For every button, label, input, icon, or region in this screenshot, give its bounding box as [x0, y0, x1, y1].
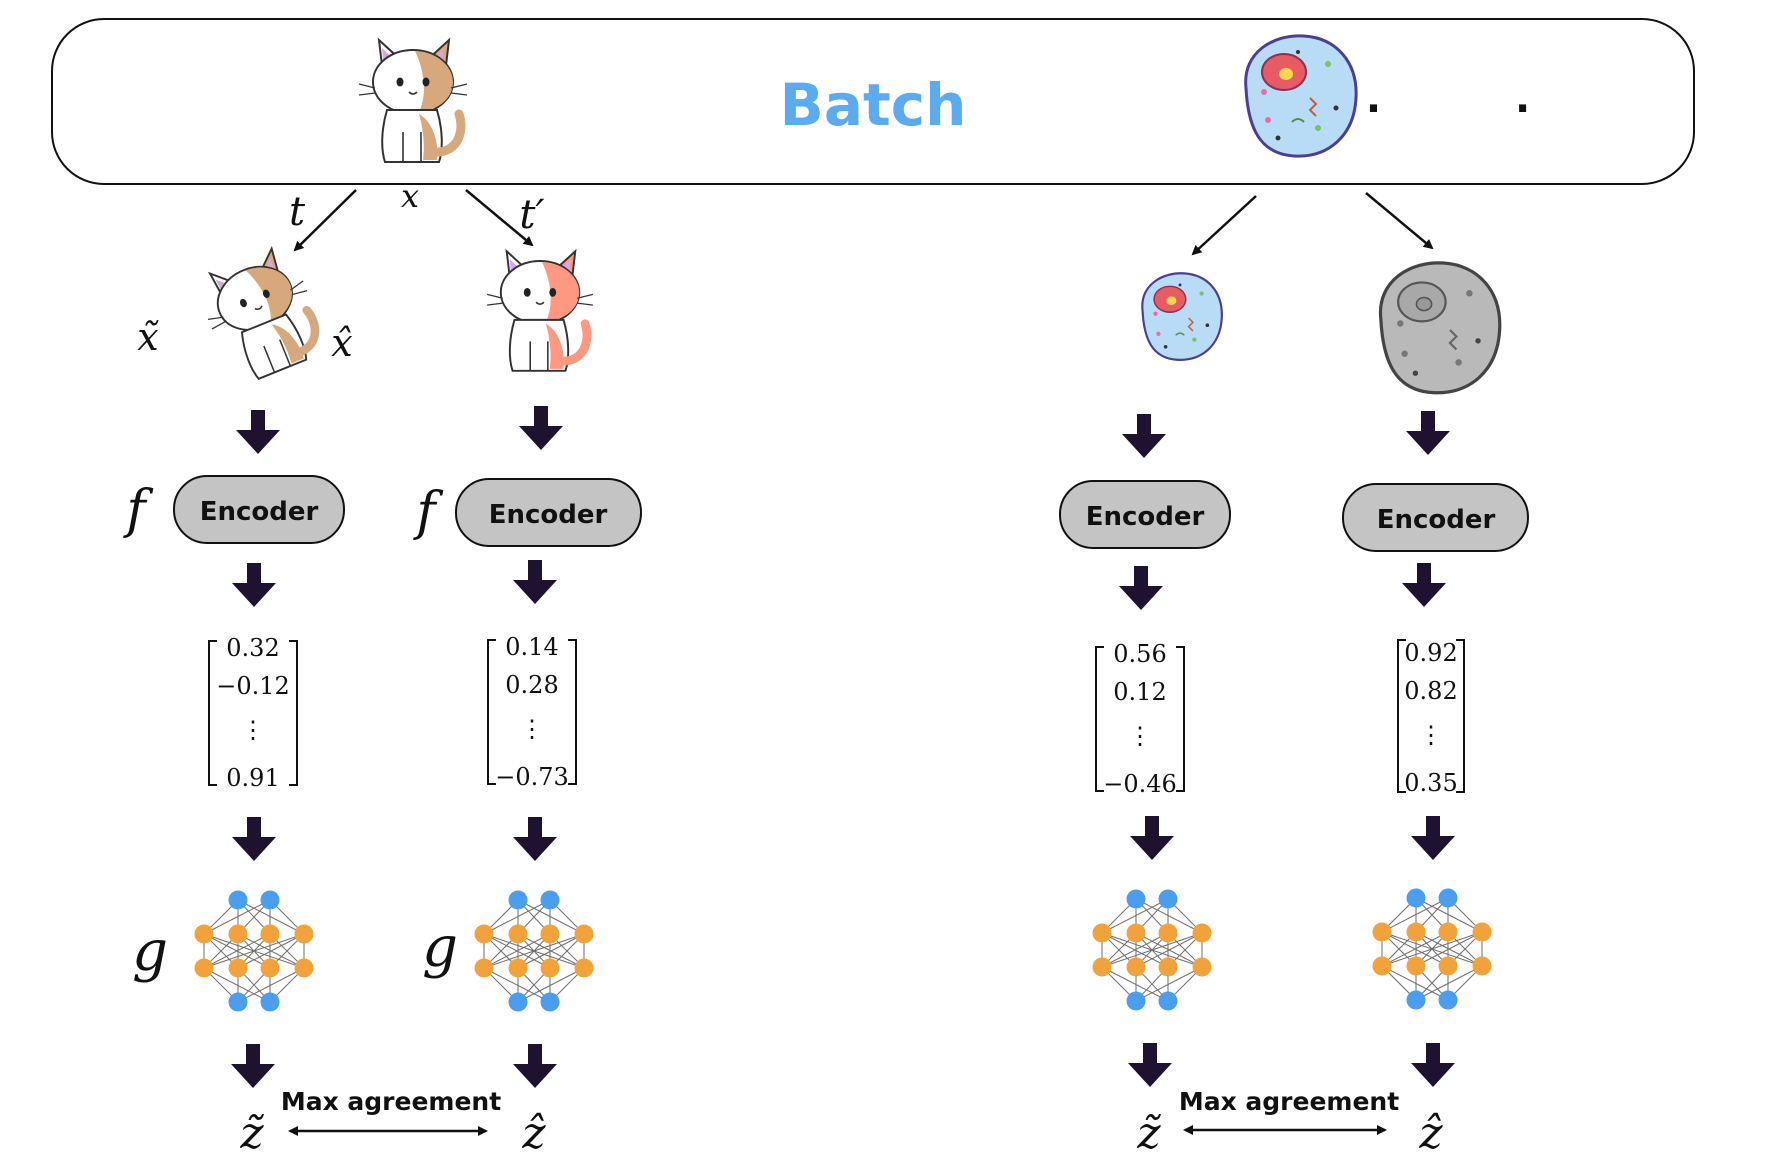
down-arrow-icon — [1406, 411, 1450, 455]
vector-2-value-2: 0.28 — [505, 671, 558, 699]
vector-1-value-1: 0.32 — [226, 634, 279, 662]
down-arrow-icon — [1411, 816, 1455, 860]
vector-2-value-4: −0.73 — [495, 763, 569, 791]
max-agreement-label-2: Max agreement — [1179, 1087, 1399, 1116]
cat-rotated-icon — [192, 242, 331, 388]
cell-gray-icon — [1378, 261, 1502, 395]
down-arrow-icon — [513, 817, 557, 861]
z-tilde-label-2: z̃ — [1136, 1108, 1161, 1159]
vector-2-value-3: ⋮ — [520, 715, 544, 743]
encoder-box-4 — [1342, 483, 1529, 552]
vector-4-value-2: 0.82 — [1404, 677, 1457, 705]
max-agreement-label-1: Max agreement — [281, 1087, 501, 1116]
down-arrow-icon — [236, 410, 280, 454]
z-hat-label-2: ẑ — [1418, 1108, 1443, 1159]
down-arrow-icon — [1122, 414, 1166, 458]
down-arrow-icon — [519, 406, 563, 450]
neural-network-icon — [1372, 888, 1492, 1010]
x-label: x — [401, 177, 419, 215]
x-tilde-label: x̃ — [137, 315, 158, 359]
down-arrow-icon — [1402, 563, 1446, 607]
encoder-box-3 — [1059, 480, 1231, 549]
augmentation-arrow-cell-2 — [1365, 192, 1434, 250]
augmentation-arrow-t — [293, 189, 357, 252]
neural-network-icon — [194, 890, 314, 1012]
cat-recolored-icon — [487, 251, 593, 371]
down-arrow-icon — [1411, 1043, 1455, 1087]
down-arrow-icon — [231, 1044, 275, 1088]
down-arrow-icon — [513, 560, 557, 604]
augmentation-arrow-t-prime — [465, 189, 534, 247]
down-arrow-icon — [232, 817, 276, 861]
t-label: t — [289, 189, 306, 235]
vector-4-value-4: 0.35 — [1404, 769, 1457, 797]
g-label-1: g — [132, 919, 168, 984]
batch-ellipsis: . . — [1366, 76, 1590, 122]
down-arrow-icon — [513, 1044, 557, 1088]
vector-4-value-3: ⋮ — [1419, 721, 1443, 749]
vector-3-value-3: ⋮ — [1128, 722, 1152, 750]
encoder-label-3: Encoder — [1086, 502, 1205, 532]
down-arrow-icon — [1130, 816, 1174, 860]
t-prime-label: t′ — [519, 192, 544, 238]
neural-network-icon — [1092, 889, 1212, 1011]
encoder-box-1 — [173, 475, 345, 544]
vector-1-value-4: 0.91 — [226, 764, 279, 792]
vector-3-value-1: 0.56 — [1113, 640, 1166, 668]
vector-4-value-1: 0.92 — [1404, 639, 1457, 667]
encoder-label-2: Encoder — [489, 500, 608, 530]
encoder-label-1: Encoder — [200, 497, 319, 527]
augmentation-arrow-cell-1 — [1191, 195, 1257, 256]
x-hat-label: x̂ — [331, 321, 352, 365]
f-label-1: f — [122, 480, 153, 540]
encoder-box-2 — [455, 478, 642, 547]
neural-network-icon — [474, 890, 594, 1012]
z-hat-label-1: ẑ — [521, 1108, 546, 1159]
vector-3-value-2: 0.12 — [1113, 678, 1166, 706]
batch-title: Batch — [780, 71, 967, 139]
vector-bracket-4 — [1397, 639, 1465, 793]
f-label-2: f — [412, 482, 443, 542]
g-label-2: g — [422, 915, 458, 980]
vector-2-value-1: 0.14 — [505, 633, 558, 661]
cell-small-icon — [1141, 272, 1223, 361]
down-arrow-icon — [232, 563, 276, 607]
cell-icon — [1244, 34, 1358, 158]
z-tilde-label-1: z̃ — [239, 1108, 264, 1159]
down-arrow-icon — [1128, 1043, 1172, 1087]
vector-1-value-3: ⋮ — [241, 716, 265, 744]
down-arrow-icon — [1119, 566, 1163, 610]
vector-3-value-4: −0.46 — [1103, 770, 1177, 798]
vector-1-value-2: −0.12 — [216, 672, 290, 700]
encoder-label-4: Encoder — [1377, 505, 1496, 535]
